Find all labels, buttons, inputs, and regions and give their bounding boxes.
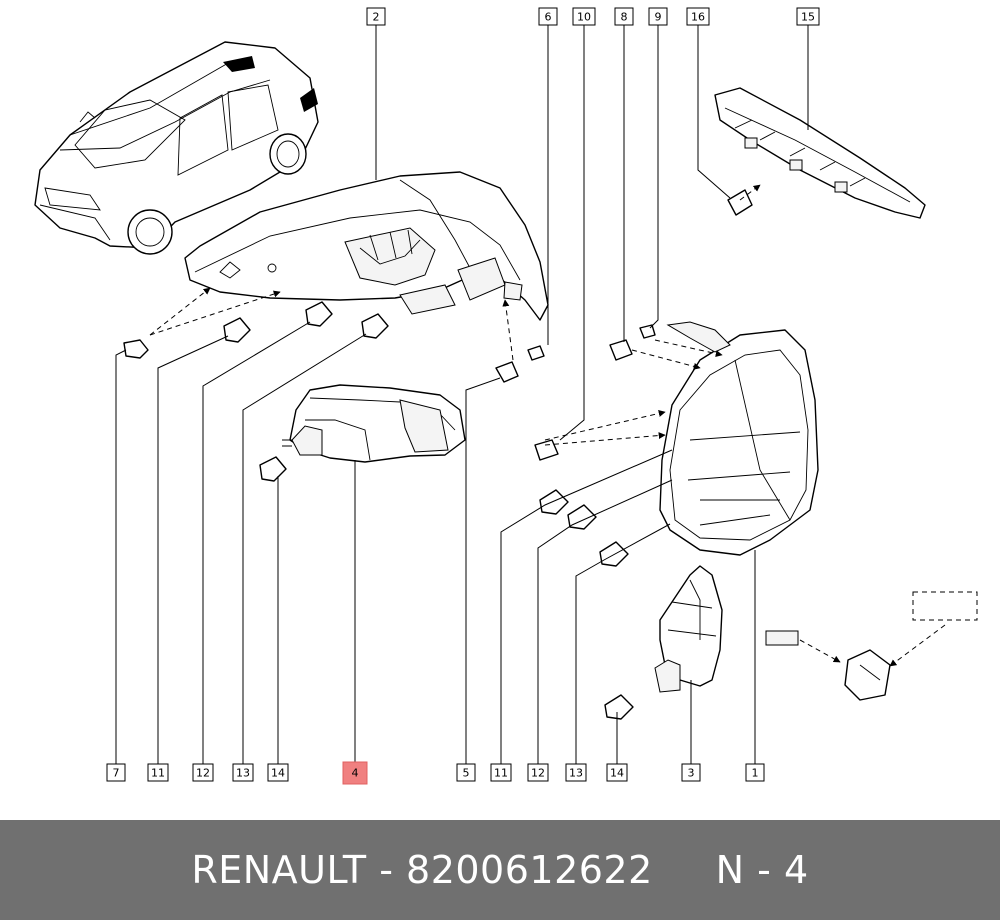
svg-text:11: 11	[494, 767, 508, 780]
svg-text:15: 15	[801, 11, 815, 24]
part-15-brake-light	[714, 87, 926, 219]
part-number-footer: RENAULT - 8200612622 N - 4	[0, 820, 1000, 920]
svg-text:11: 11	[151, 767, 165, 780]
svg-text:12: 12	[196, 767, 210, 780]
parts-diagram: 2 6 10 8 9 16 15 7 11 12 13 14	[34, 7, 978, 785]
svg-text:16: 16	[691, 11, 705, 24]
callout-bottom-7: 7	[106, 763, 126, 782]
svg-text:8: 8	[621, 11, 628, 24]
bulb-reference-box	[765, 630, 799, 646]
callout-bottom-1: 1	[745, 763, 765, 782]
svg-text:10: 10	[577, 11, 591, 24]
callout-bottom-13b: 13	[565, 763, 587, 782]
part-1-lens	[659, 321, 819, 556]
callout-bottom-3: 3	[681, 763, 701, 782]
svg-text:13: 13	[569, 767, 583, 780]
svg-text:14: 14	[271, 767, 285, 780]
callout-top-6: 6	[538, 7, 558, 26]
callout-bottom-13: 13	[232, 763, 254, 782]
callout-bottom-14b: 14	[606, 763, 628, 782]
rear-lamp-assembly	[184, 171, 549, 321]
callout-bottom-12b: 12	[527, 763, 549, 782]
bulb-reference-dashed-box	[912, 591, 978, 621]
svg-text:7: 7	[113, 767, 120, 780]
callout-bottom-14: 14	[267, 763, 289, 782]
callout-bottom-11b: 11	[490, 763, 512, 782]
part-4-housing	[282, 384, 466, 463]
callout-top-8: 8	[614, 7, 634, 26]
svg-text:3: 3	[688, 767, 695, 780]
svg-text:13: 13	[236, 767, 250, 780]
leader-lines	[115, 25, 809, 764]
callout-bottom-5: 5	[456, 763, 476, 782]
part-3-indicator	[654, 565, 723, 693]
svg-text:9: 9	[655, 11, 662, 24]
callout-top-15: 15	[796, 7, 820, 26]
callout-bottom-12: 12	[192, 763, 214, 782]
callout-top-16: 16	[686, 7, 710, 26]
svg-text:12: 12	[531, 767, 545, 780]
svg-text:2: 2	[373, 11, 380, 24]
callout-bottom-4-highlighted[interactable]: 4	[342, 761, 368, 785]
svg-text:14: 14	[610, 767, 624, 780]
car-illustration	[34, 41, 319, 255]
callout-top-9: 9	[648, 7, 668, 26]
callout-top-2: 2	[366, 7, 386, 26]
svg-text:1: 1	[752, 767, 759, 780]
svg-text:4: 4	[352, 767, 359, 780]
svg-text:5: 5	[463, 767, 470, 780]
part-number-label: RENAULT - 8200612622 N - 4	[191, 848, 809, 892]
bulbs-and-clips	[123, 189, 891, 720]
callout-top-10: 10	[572, 7, 596, 26]
svg-text:6: 6	[545, 11, 552, 24]
callout-bottom-11: 11	[147, 763, 169, 782]
